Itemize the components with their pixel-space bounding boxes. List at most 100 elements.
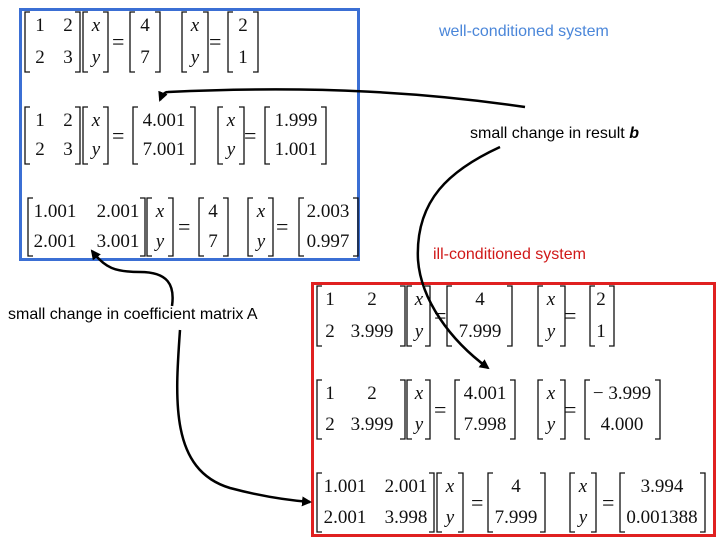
ill-row1-a-cell: 3.999 [350,321,394,342]
well-row1-y-var: y [91,47,101,68]
ill-row1-sol-cell: 2 [596,289,606,310]
well-row2-vector-sol-left-bracket [264,106,270,165]
ill-row2-equals-2: = [564,396,577,422]
small-change-b-text: small change in result [470,125,630,142]
well-row2-a-cell: 3 [63,139,73,160]
ill-row1-b-cell: 7.999 [458,321,502,342]
ill-row1-vector-b-right-bracket [507,285,513,347]
ill-row2-vector-b-right-bracket [510,379,516,440]
well-row3-b-cell: 7 [208,231,218,252]
ill-row1-vector-sol-vars-left-bracket [537,285,543,347]
well-row1-equals-1: = [112,29,125,54]
ill-row3-vector-b-left-bracket [487,472,493,533]
ill-row2-a-cell: 1 [325,383,335,404]
ill-row3-vector-sol-vars-left-bracket [569,472,575,533]
ill-row3-vector-x-left-bracket [436,472,442,533]
ill-row3-y-var: y [445,507,455,528]
ill-row3-b-cell: 7.999 [494,507,538,528]
well-row3-vector-sol-vars-left-bracket [247,197,253,257]
well-row1-vector-sol-right-bracket [253,11,259,73]
ill-row2-a-cell: 2 [367,383,377,404]
ill-row3-a-cell: 3.998 [384,507,428,528]
well-row1-a-cell: 2 [35,47,45,68]
ill-row3-vector-sol-right-bracket [700,472,706,533]
ill-row1-equals-1: = [434,303,447,328]
well-row1-a-cell: 1 [35,15,45,36]
well-row2-sol-cell: 1.001 [274,139,318,160]
well-row3-vector-b-right-bracket [223,197,229,257]
well-row2-x-var: x [91,110,101,131]
well-row2-b-cell: 7.001 [142,139,186,160]
well-row3-a-cell: 3.001 [96,231,140,252]
well-row3-x-var: x [155,201,165,222]
well-row2-sol-x-var: x [226,110,236,131]
well-row1-a-cell: 2 [63,15,73,36]
well-row3-y-var: y [155,231,165,252]
well-row1-b-cell: 4 [140,15,150,36]
well-row1-vector-sol-vars-right-bracket [203,11,209,73]
well-row3-vector-x-left-bracket [146,197,152,257]
well-row1-equals-2: = [209,29,222,54]
ill-row2-matrix-a-right-bracket [400,379,406,440]
well-row3-vector-b-left-bracket [198,197,204,257]
well-row2-sol-cell: 1.999 [274,110,318,131]
well-row2-b-cell: 4.001 [142,110,186,131]
ill-row2-sol-y-var: y [546,414,556,435]
ill-row3-sol-y-var: y [578,507,588,528]
small-change-a-label: small change in coefficient matrix A [8,306,258,323]
arrow-b-to-well [158,88,526,109]
ill-row1-a-cell: 2 [325,321,335,342]
ill-row2-vector-sol-left-bracket [584,379,590,440]
ill-row2-b-cell: 7.998 [463,414,507,435]
ill-row2-vector-sol-right-bracket [655,379,661,440]
well-row1-sol-y-var: y [190,47,200,68]
well-row2-sol-y-var: y [226,139,236,160]
ill-row1-vector-sol-left-bracket [589,285,595,347]
well-row1-sol-cell: 2 [238,15,248,36]
ill-row1-vector-x-left-bracket [406,285,412,347]
well-row2-equals-2: = [244,122,257,148]
small-change-b-label: small change in result b [470,125,639,143]
ill-row3-a-cell: 2.001 [323,507,367,528]
well-row1-vector-b-left-bracket [129,11,135,73]
well-row3-sol-y-var: y [256,231,266,252]
well-row2-vector-b-right-bracket [190,106,196,165]
ill-row2-vector-b-left-bracket [454,379,460,440]
ill-row3-vector-x-right-bracket [458,472,464,533]
well-row3-a-cell: 2.001 [96,201,140,222]
ill-row2-vector-x-left-bracket [406,379,412,440]
ill-row1-matrix-a-left-bracket [316,285,322,347]
ill-row2-a-cell: 3.999 [350,414,394,435]
ill-row1-sol-y-var: y [546,321,556,342]
well-row2-vector-b-left-bracket [132,106,138,165]
arrow-b-to-ill [416,145,501,370]
ill-row2-sol-cell: − 3.999 [592,383,652,404]
well-conditioned-panel [19,8,360,261]
well-row3-sol-cell: 2.003 [306,201,350,222]
well-row1-vector-sol-vars-left-bracket [181,11,187,73]
arrow-a-to-well [90,249,174,307]
well-conditioned-title: well-conditioned system [439,23,609,40]
ill-row3-equals-2: = [602,489,615,515]
well-row2-y-var: y [91,139,101,160]
ill-row1-b-cell: 4 [475,289,485,310]
well-row2-matrix-a-left-bracket [24,106,30,165]
ill-row2-vector-sol-vars-right-bracket [560,379,566,440]
well-row3-sol-cell: 0.997 [306,231,350,252]
well-row1-matrix-a-left-bracket [24,11,30,73]
well-row1-vector-sol-left-bracket [227,11,233,73]
ill-row1-vector-sol-right-bracket [609,285,615,347]
ill-row2-vector-sol-vars-left-bracket [537,379,543,440]
ill-row1-sol-cell: 1 [596,321,606,342]
well-row3-vector-sol-vars-right-bracket [268,197,274,257]
ill-row3-sol-cell: 0.001388 [626,507,698,528]
well-row2-vector-sol-right-bracket [321,106,327,165]
well-row1-x-var: x [91,15,101,36]
well-row2-a-cell: 1 [35,110,45,131]
well-row1-vector-x-right-bracket [103,11,109,73]
well-row2-a-cell: 2 [35,139,45,160]
ill-row3-vector-b-right-bracket [540,472,546,533]
well-row2-vector-x-left-bracket [82,106,88,165]
ill-row2-vector-x-right-bracket [425,379,431,440]
